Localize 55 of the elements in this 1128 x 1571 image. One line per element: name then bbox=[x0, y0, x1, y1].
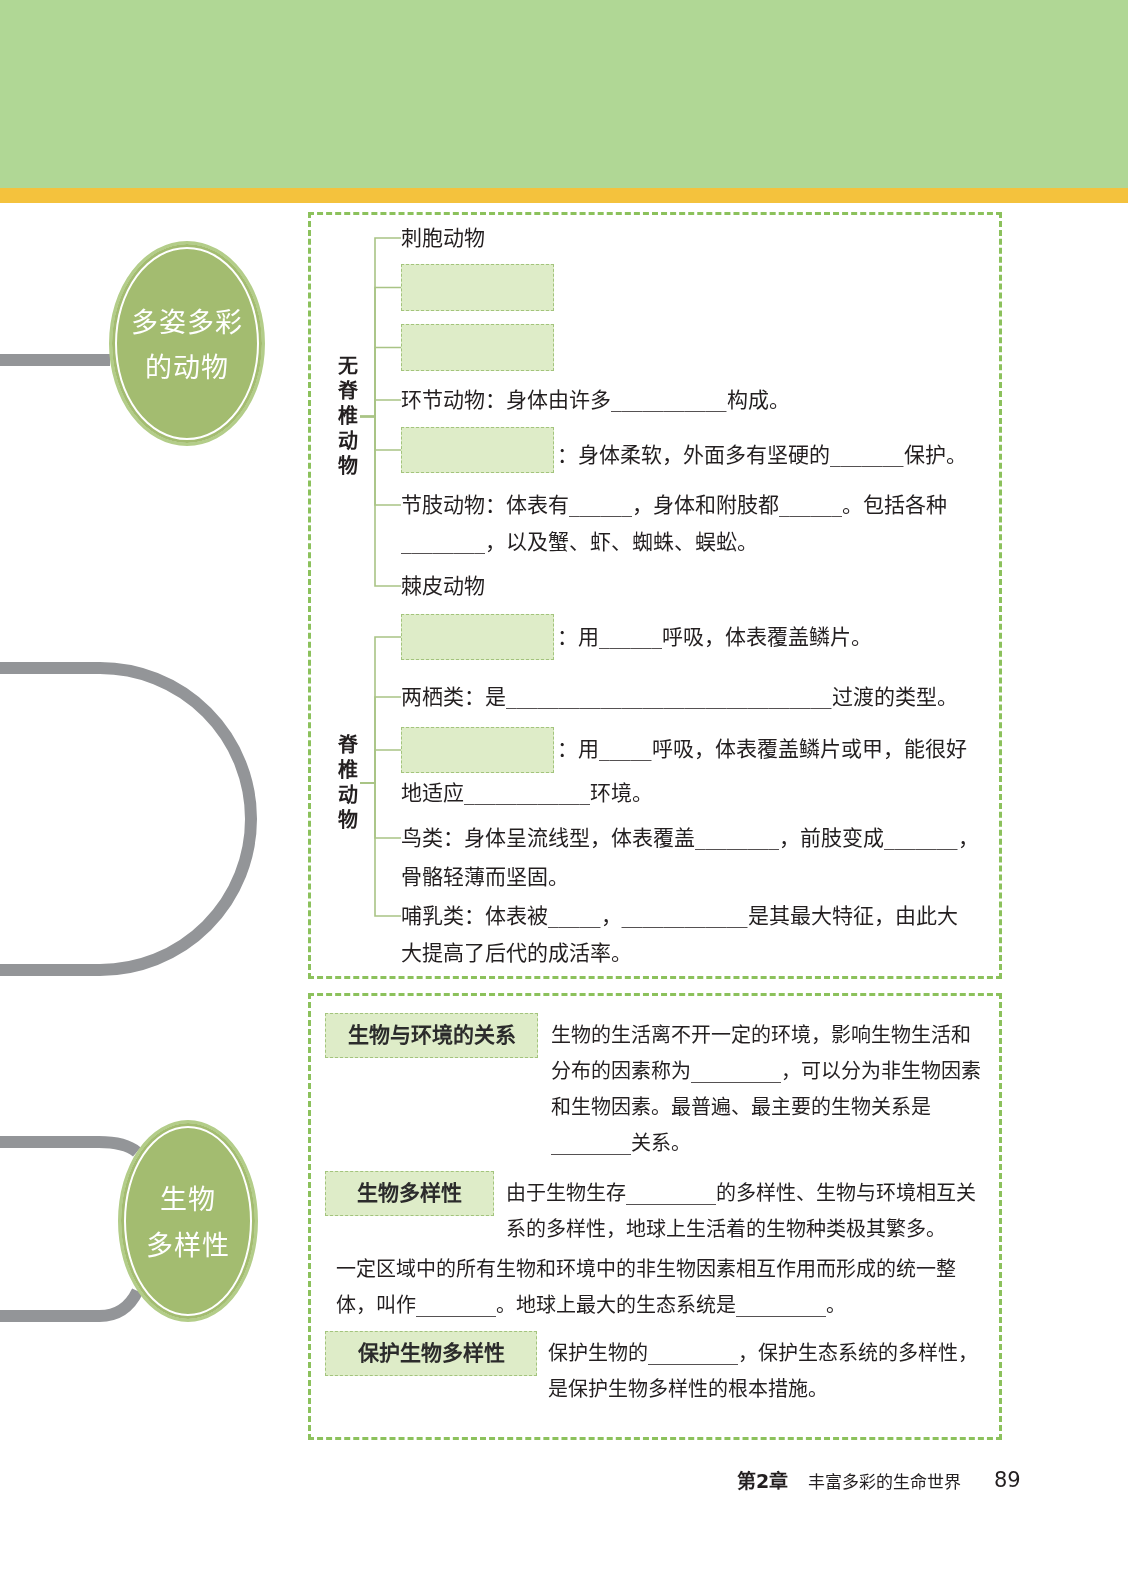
chapter-title: 丰富多彩的生命世界 bbox=[808, 1471, 961, 1494]
bracket-line bbox=[359, 415, 402, 587]
fill-in-line: ___________ bbox=[611, 388, 727, 412]
fill-in-line: _________ bbox=[626, 1181, 716, 1205]
fill-in-line: ________ bbox=[551, 1131, 631, 1155]
topic-oval: 生物多样性 bbox=[118, 1120, 258, 1322]
category-label: 棘皮动物 bbox=[401, 571, 485, 601]
fill-in-line: _______ bbox=[884, 825, 958, 850]
fill-in-line: ________ bbox=[416, 1293, 496, 1317]
fill-in-sentence: 保护生物的_________，保护生态系统的多样性，是保护生物多样性的根本措施。 bbox=[548, 1340, 979, 1403]
fill-in-line: _______ bbox=[830, 443, 904, 467]
bracket-line bbox=[359, 782, 402, 917]
category-label: 无脊椎动物 bbox=[336, 354, 360, 479]
topic-tag: 生物与环境的关系 bbox=[325, 1012, 538, 1058]
topic-tag: 生物多样性 bbox=[325, 1170, 494, 1216]
fill-in-sentence: ：用______呼吸，体表覆盖鳞片。 bbox=[557, 624, 872, 651]
fill-in-sentence: ：身体柔软，外面多有坚硬的_______保护。 bbox=[557, 442, 967, 469]
fill-in-line: ______ bbox=[569, 492, 632, 517]
category-label: 脊椎动物 bbox=[336, 733, 360, 833]
topic-tag: 保护生物多样性 bbox=[325, 1330, 537, 1376]
answer-box bbox=[401, 324, 554, 371]
fill-in-sentence: 鸟类：身体呈流线型，体表覆盖________，前肢变成_______，骨骼轻薄而坚固。 bbox=[401, 818, 991, 897]
answer-box bbox=[401, 427, 554, 473]
connector-line bbox=[0, 1136, 141, 1157]
answer-box bbox=[401, 614, 554, 660]
fill-in-line: ______ bbox=[779, 492, 842, 517]
category-label: 刺胞动物 bbox=[401, 223, 485, 253]
fill-in-line: _________ bbox=[691, 1059, 781, 1083]
connector-line bbox=[0, 354, 110, 366]
fill-in-sentence: ：用_____呼吸，体表覆盖鳞片或甲，能很好地适应____________环境。 bbox=[401, 736, 968, 807]
fill-in-sentence: 哺乳类：体表被_____，____________是其最大特征，由此大大提高了后代的成活率。 bbox=[401, 897, 971, 972]
fill-in-line: _____ bbox=[548, 903, 601, 928]
answer-box bbox=[401, 727, 554, 773]
fill-in-sentence: 环节动物：身体由许多___________构成。 bbox=[401, 385, 790, 415]
fill-in-line: _______________________________ bbox=[506, 685, 832, 709]
fill-in-line: _____ bbox=[599, 737, 652, 761]
fill-in-line: ______ bbox=[599, 625, 662, 649]
dashed-panel bbox=[308, 212, 1002, 979]
fill-in-sentence: 生物的生活离不开一定的环境，影响生物生活和分布的因素称为_________，可以分为非生物因素和生物因素。最普遍、最主要的生物关系是________关系。 bbox=[551, 1022, 982, 1157]
fill-in-line: ____________ bbox=[621, 903, 748, 928]
fill-in-sentence: 两栖类：是_______________________________过渡的类型。 bbox=[401, 682, 958, 712]
dashed-panel bbox=[308, 993, 1002, 1440]
fill-in-sentence: 由于生物生存_________的多样性、生物与环境相互关系的多样性，地球上生活着的生物种类极其繁多。 bbox=[506, 1180, 977, 1243]
fill-in-line: _________ bbox=[648, 1341, 738, 1365]
fill-in-line: _________ bbox=[736, 1293, 826, 1317]
fill-in-line: ________ bbox=[401, 529, 485, 554]
topic-oval: 多姿多彩的动物 bbox=[109, 241, 265, 446]
fill-in-line: ________ bbox=[695, 825, 779, 850]
page-number: 89 bbox=[994, 1467, 1021, 1493]
fill-in-line: ____________ bbox=[464, 781, 590, 805]
fill-in-sentence: 节肢动物：体表有______，身体和附肢都______。包括各种________，以及蟹、虾、蜘蛛、蜈蚣。 bbox=[401, 486, 991, 561]
connector-line bbox=[0, 1288, 143, 1322]
answer-box bbox=[401, 264, 554, 311]
fill-in-sentence: 一定区域中的所有生物和环境中的非生物因素相互作用而形成的统一整体，叫作________。地球上最大的生态系统是_________。 bbox=[336, 1256, 957, 1319]
chapter-number: 第2章 bbox=[737, 1469, 789, 1494]
